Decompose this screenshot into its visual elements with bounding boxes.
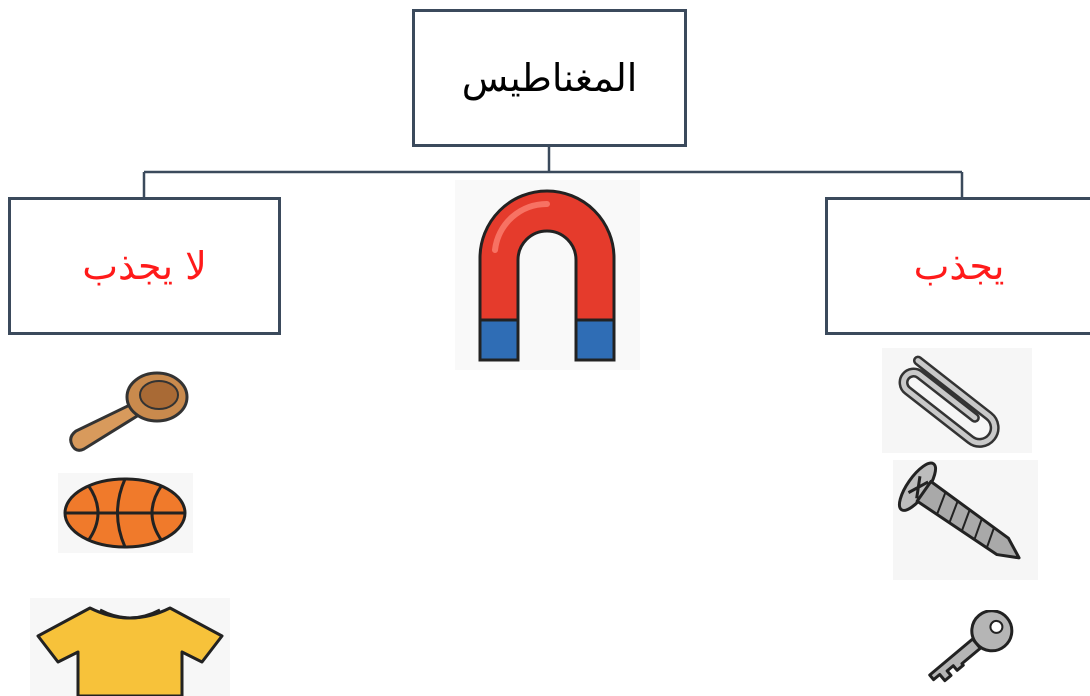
screw-icon bbox=[893, 460, 1038, 580]
root-label: المغناطيس bbox=[461, 56, 638, 100]
basketball-icon bbox=[58, 473, 193, 553]
paperclip-icon bbox=[882, 348, 1032, 453]
attracted-label: يجذب bbox=[913, 244, 1005, 288]
root-box: المغناطيس bbox=[412, 9, 687, 147]
not-attracted-label: لا يجذب bbox=[82, 244, 207, 288]
not-attracted-box: لا يجذب bbox=[8, 197, 281, 335]
horseshoe-magnet-icon bbox=[455, 180, 640, 370]
attracted-box: يجذب bbox=[825, 197, 1090, 335]
tshirt-icon bbox=[30, 598, 230, 696]
key-icon bbox=[928, 610, 1014, 683]
wooden-spoon-icon bbox=[69, 371, 189, 452]
